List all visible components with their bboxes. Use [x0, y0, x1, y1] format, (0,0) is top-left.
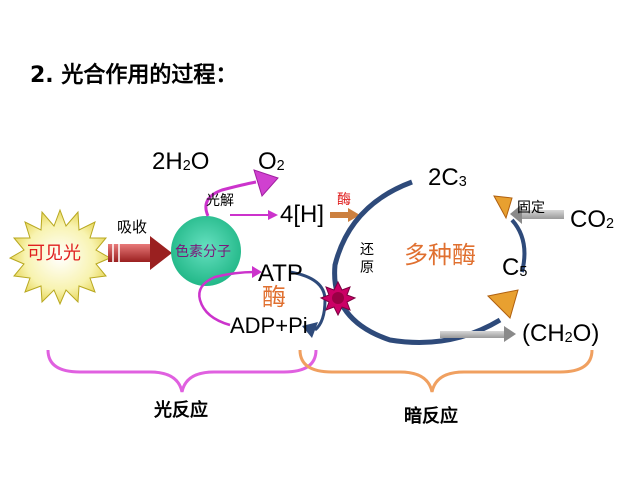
- ch2o-label: (CH2O): [522, 320, 600, 347]
- dark-reaction-brace: [298, 349, 594, 393]
- dark-reaction-label: 暗反应: [404, 406, 458, 427]
- co2-input-arrow-icon: [510, 204, 564, 224]
- carbohydrate-output-arrow-icon: [440, 326, 516, 342]
- hydrogen-to-cycle-arrow-icon: [330, 208, 360, 222]
- pigment-label: 色素分子: [175, 243, 231, 259]
- enzyme-small-label: 酶: [337, 191, 351, 207]
- pigment-molecule: [171, 216, 241, 286]
- absorb-arrow-icon: [108, 236, 172, 270]
- title-text: 2. 光合作用的过程：: [30, 63, 238, 88]
- oxygen-label: O2: [258, 148, 285, 175]
- page-title: 2. 光合作用的过程：: [30, 64, 237, 87]
- c5-label: C5: [502, 254, 528, 281]
- visible-light-sun-icon: [8, 208, 112, 306]
- fixation-label: 固定: [517, 199, 545, 215]
- fixation-arrow-icon: [493, 195, 513, 220]
- adp-label: ADP+Pi: [230, 313, 308, 338]
- photolysis-label: 光解: [206, 192, 234, 208]
- absorb-label: 吸收: [117, 219, 148, 236]
- co2-label: CO2: [570, 206, 615, 233]
- light-reaction-brace: [46, 349, 318, 393]
- c3-label: 2C3: [428, 164, 467, 191]
- atp-formation-arrow-icon: [198, 270, 256, 327]
- reduction-text: 还原: [360, 241, 374, 275]
- enzyme-label: 酶: [262, 284, 286, 311]
- visible-light-label: 可见光: [27, 243, 81, 263]
- oxygen-release-arrow-icon: [204, 180, 257, 217]
- multi-enzyme-label: 多种酶: [404, 242, 476, 269]
- hydrogen-label: 4[H]: [280, 201, 325, 228]
- reduction-label: 还原: [360, 240, 376, 276]
- water-label: 2H2O: [152, 148, 210, 175]
- cycle-arrowhead-icon: [486, 289, 519, 319]
- light-reaction-label: 光反应: [154, 400, 208, 421]
- atp-label: ATP: [258, 260, 303, 287]
